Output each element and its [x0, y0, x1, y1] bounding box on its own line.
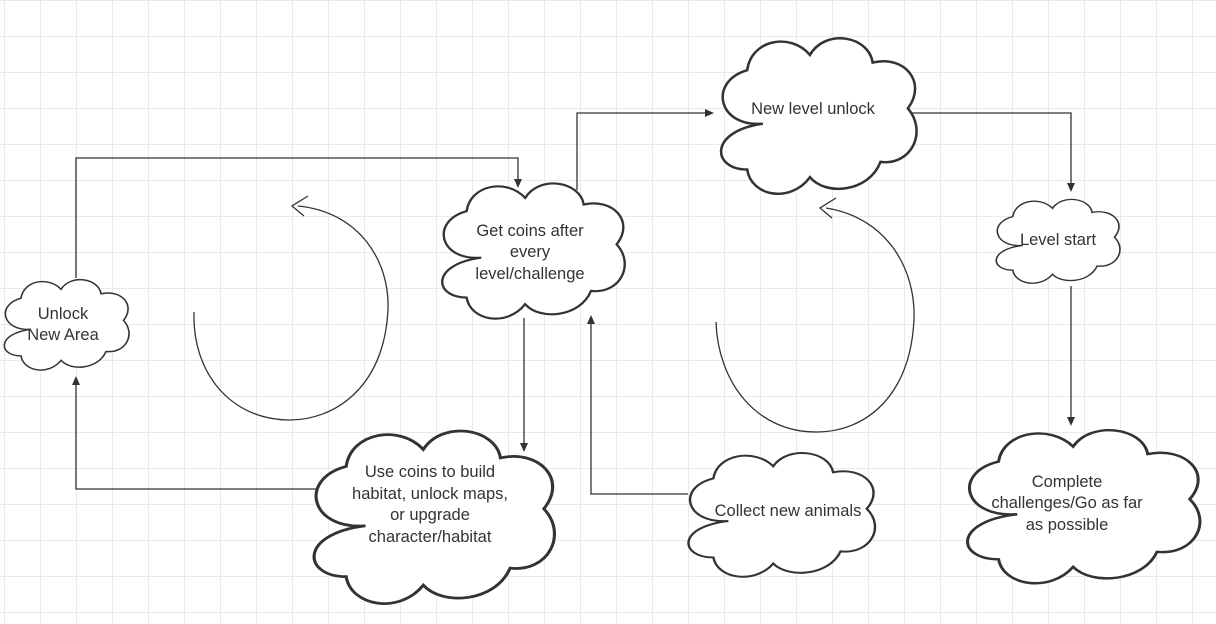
node-level-start: Level start — [1019, 231, 1097, 250]
edge-usecoins-to-unlock — [75, 384, 318, 490]
arrowhead-up-icon — [587, 315, 595, 324]
cycle-arrow-left-icon — [193, 205, 389, 421]
cycle-arrowhead-left-icon — [290, 195, 309, 217]
node-collect-animals: Collect new animals — [714, 502, 862, 521]
node-use-coins: Use coins to build habitat, unlock maps,… — [352, 463, 508, 546]
node-get-coins: Get coins after every level/challenge — [475, 221, 585, 283]
arrowhead-down-icon — [514, 179, 522, 188]
node-complete: Complete challenges/Go as far as possibl… — [991, 472, 1143, 534]
edge-unlock-to-coins — [75, 157, 519, 278]
edge-newlevel-to-levelstart — [908, 112, 1072, 184]
arrowhead-up-icon — [72, 376, 80, 385]
cycle-arrowhead-right-icon — [818, 197, 837, 219]
cycle-indicators — [193, 195, 915, 433]
arrowhead-down-icon — [520, 443, 528, 452]
edge-animals-to-coins — [590, 323, 688, 495]
node-unlock-area: Unlock New Area — [27, 304, 99, 345]
arrowhead-right-icon — [705, 109, 714, 117]
edges — [72, 109, 1075, 495]
edge-coins-to-newlevel — [576, 112, 706, 190]
node-new-level-unlock: New level unlock — [751, 100, 875, 119]
arrowhead-down-icon — [1067, 183, 1075, 192]
cycle-arrow-right-icon — [715, 207, 915, 433]
arrowhead-down-icon — [1067, 417, 1075, 426]
